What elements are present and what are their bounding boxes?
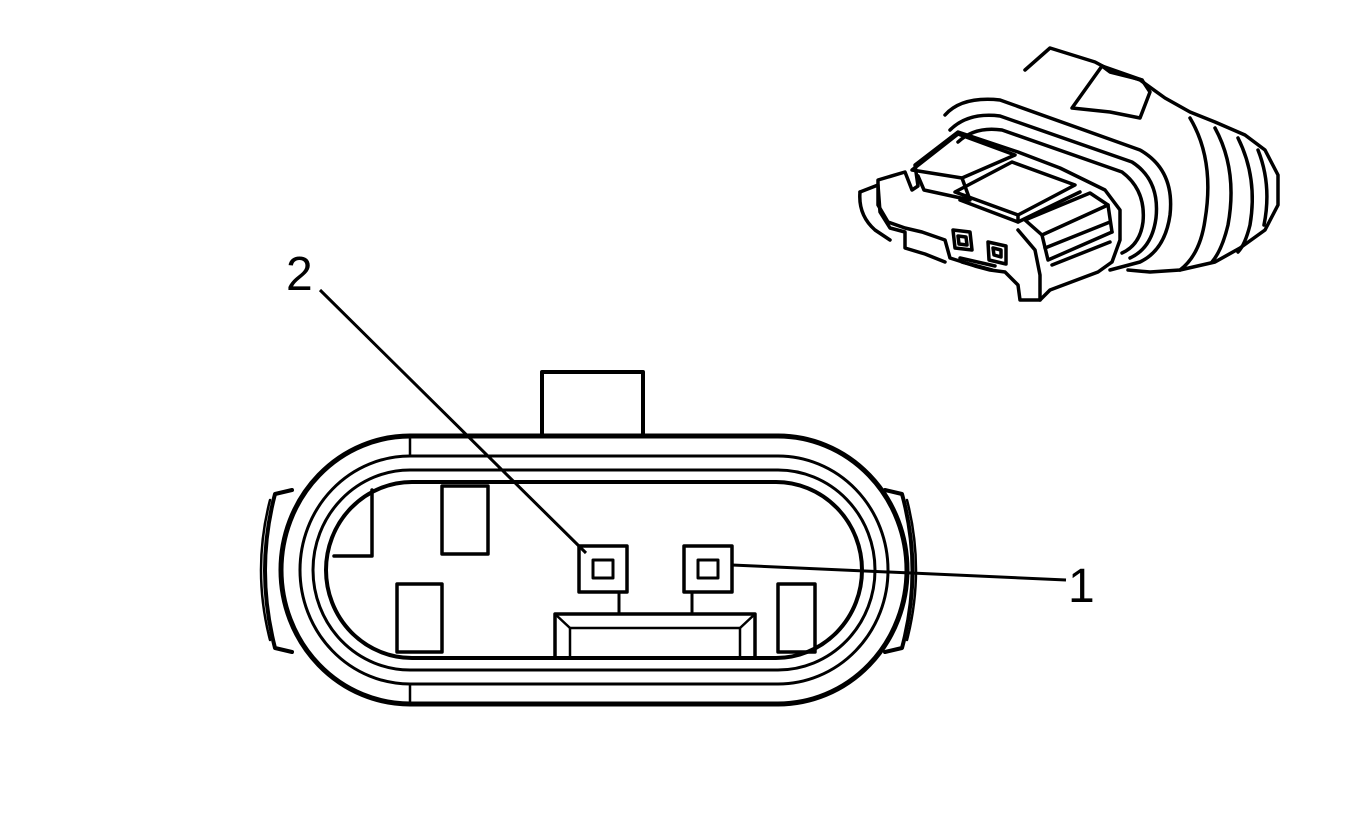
- seal-ring-inner: [311, 468, 877, 672]
- callout-label-2: 2: [286, 248, 313, 301]
- left-ear: [263, 488, 294, 654]
- leader-line-1: [731, 563, 1067, 582]
- seal-ring-outer: [298, 454, 890, 686]
- callout-label-1: 1: [1068, 560, 1095, 613]
- right-ear: [883, 488, 915, 654]
- leader-line-2: [318, 288, 588, 555]
- outer-shell: [278, 433, 910, 707]
- cavity-block-lower-left: [395, 582, 444, 654]
- connector-face-view: [259, 370, 918, 707]
- callout-1: 1: [731, 560, 1095, 613]
- terminal-2: [577, 544, 629, 594]
- cavity-block-upper-left: [332, 488, 374, 558]
- cavity-block-upper: [440, 484, 490, 556]
- connector-isometric-icon: [858, 46, 1280, 302]
- terminal-bridge: [553, 612, 757, 660]
- cavity-block-lower-right: [776, 582, 817, 654]
- key-tab: [540, 370, 645, 438]
- inner-cavity: [324, 480, 864, 660]
- callout-2: 2: [286, 248, 588, 555]
- terminal-1: [682, 544, 734, 594]
